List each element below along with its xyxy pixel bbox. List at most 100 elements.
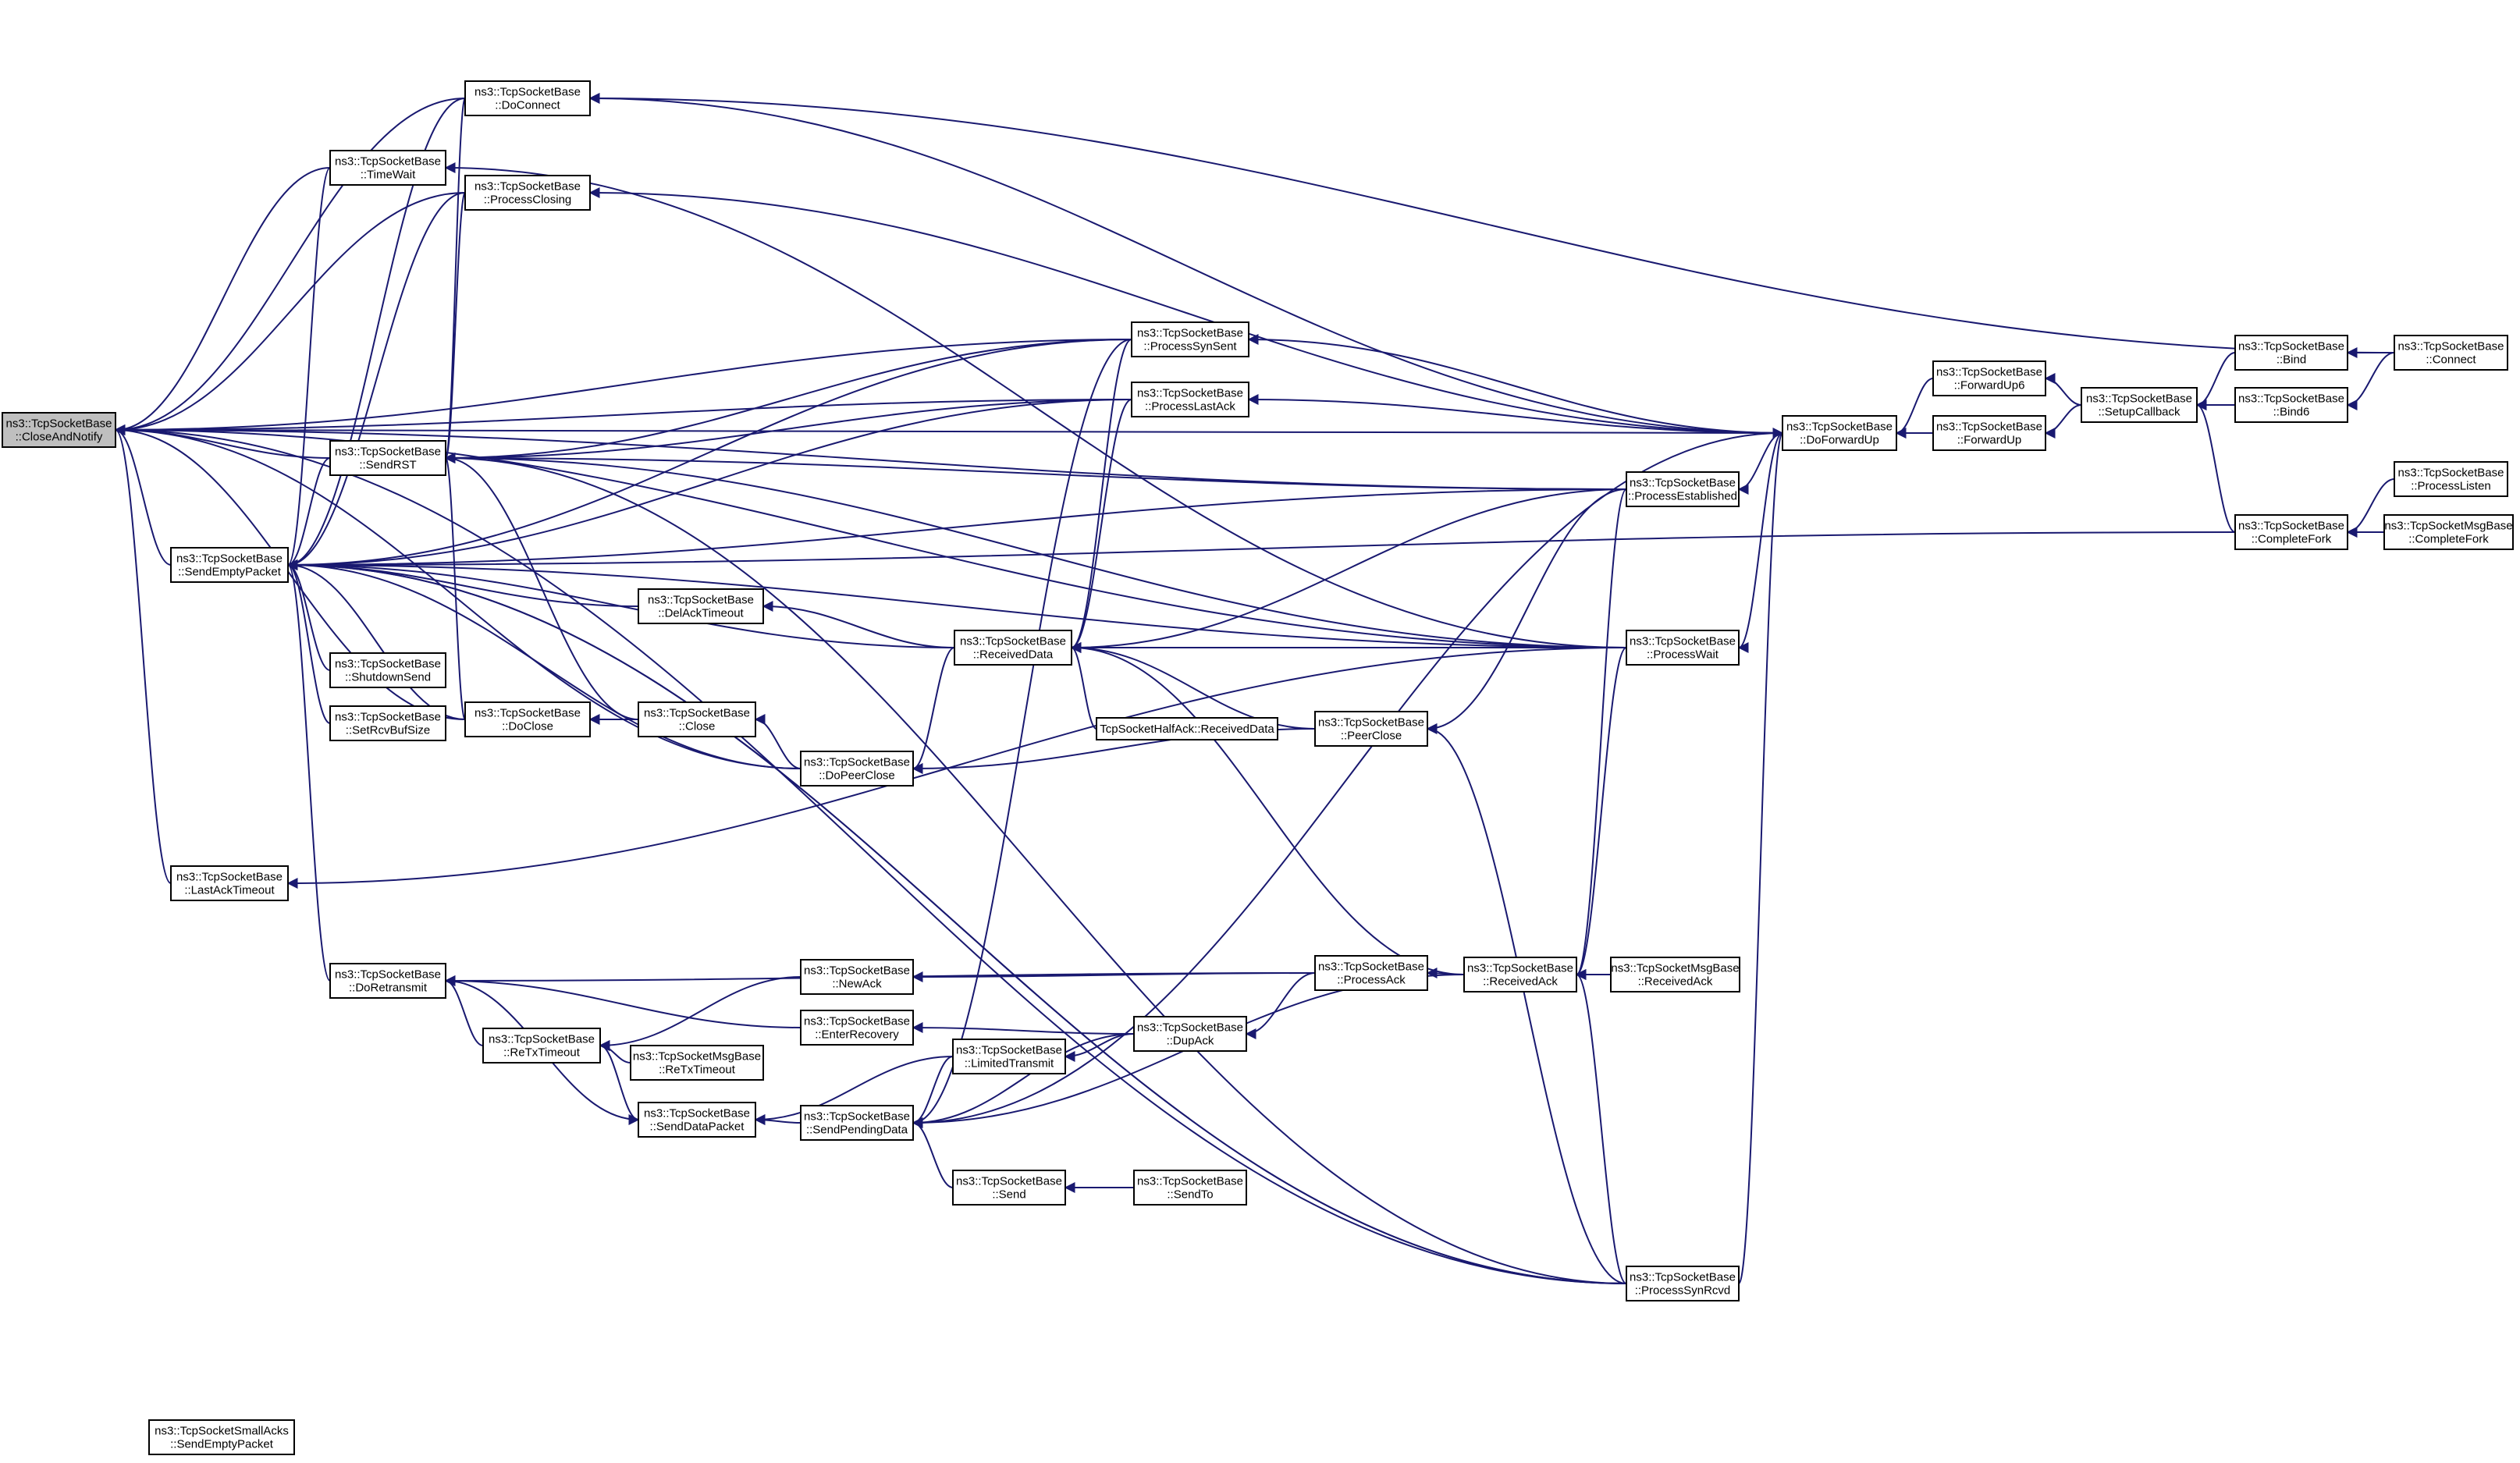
graph-node-msg-complete-fork[interactable]: ns3::TcpSocketMsgBase::CompleteFork bbox=[2383, 514, 2514, 550]
node-label: ::EnterRecovery bbox=[815, 1028, 899, 1042]
call-edge bbox=[444, 399, 1132, 463]
node-label: ::CloseAndNotify bbox=[16, 431, 103, 444]
node-label: ns3::TcpSocketBase bbox=[1318, 716, 1424, 730]
node-box bbox=[2234, 514, 2348, 550]
graph-node-close[interactable]: ns3::TcpSocketBase::Close bbox=[638, 701, 756, 737]
graph-node-setup-callback[interactable]: ns3::TcpSocketBase::SetupCallback bbox=[2081, 387, 2198, 423]
graph-node-bind[interactable]: ns3::TcpSocketBase::Bind bbox=[2234, 335, 2348, 371]
graph-node-send-pending-data[interactable]: ns3::TcpSocketBase::SendPendingData bbox=[800, 1105, 914, 1141]
call-edge bbox=[114, 424, 1627, 1284]
node-label: ::NewAck bbox=[832, 978, 882, 991]
graph-node-bind6[interactable]: ns3::TcpSocketBase::Bind6 bbox=[2234, 387, 2348, 423]
graph-node-peer-close[interactable]: ns3::TcpSocketBase::PeerClose bbox=[1314, 711, 1428, 747]
node-label: ns3::TcpSocketBase bbox=[1137, 387, 1243, 400]
graph-node-process-established[interactable]: ns3::TcpSocketBase::ProcessEstablished bbox=[1626, 471, 1740, 507]
graph-node-new-ack[interactable]: ns3::TcpSocketBase::NewAck bbox=[800, 959, 914, 995]
graph-node-send-rst[interactable]: ns3::TcpSocketBase::SendRST bbox=[329, 440, 446, 476]
graph-node-shutdown-send[interactable]: ns3::TcpSocketBase::ShutdownSend bbox=[329, 652, 446, 688]
graph-node-do-connect[interactable]: ns3::TcpSocketBase::DoConnect bbox=[464, 80, 591, 116]
graph-node-last-ack-timeout[interactable]: ns3::TcpSocketBase::LastAckTimeout bbox=[170, 865, 289, 901]
call-edge bbox=[1247, 334, 1783, 434]
graph-node-do-forward-up[interactable]: ns3::TcpSocketBase::DoForwardUp bbox=[1782, 415, 1897, 451]
graph-node-do-peer-close[interactable]: ns3::TcpSocketBase::DoPeerClose bbox=[800, 751, 914, 787]
node-box bbox=[800, 1105, 914, 1141]
node-label: ns3::TcpSocketBase bbox=[644, 1107, 750, 1120]
graph-node-do-retransmit[interactable]: ns3::TcpSocketBase::DoRetransmit bbox=[329, 963, 446, 999]
graph-node-msg-retx-timeout[interactable]: ns3::TcpSocketMsgBase::ReTxTimeout bbox=[630, 1045, 764, 1081]
graph-node-connect[interactable]: ns3::TcpSocketBase::Connect bbox=[2394, 335, 2508, 371]
graph-node-do-close[interactable]: ns3::TcpSocketBase::DoClose bbox=[464, 701, 591, 737]
call-edge bbox=[444, 192, 466, 463]
graph-node-limited-transmit[interactable]: ns3::TcpSocketBase::LimitedTransmit bbox=[952, 1039, 1066, 1074]
graph-node-send-empty-packet[interactable]: ns3::TcpSocketBase::SendEmptyPacket bbox=[170, 547, 289, 583]
node-label: ns3::TcpSocketBase bbox=[2238, 340, 2344, 353]
graph-node-close-and-notify[interactable]: ns3::TcpSocketBase::CloseAndNotify bbox=[2, 412, 116, 448]
node-box bbox=[2234, 387, 2348, 423]
graph-node-received-ack[interactable]: ns3::TcpSocketBase::ReceivedAck bbox=[1463, 957, 1577, 992]
graph-node-send[interactable]: ns3::TcpSocketBase::Send bbox=[952, 1170, 1066, 1206]
node-box bbox=[800, 1010, 914, 1046]
call-edge bbox=[286, 559, 955, 648]
node-label: ::Bind6 bbox=[2273, 406, 2310, 419]
call-edge bbox=[754, 714, 801, 769]
call-edge bbox=[286, 559, 1627, 1284]
node-label: ::ProcessSynRcvd bbox=[1635, 1284, 1731, 1298]
node-label: ns3::TcpSocketBase bbox=[474, 707, 581, 720]
node-label: ::DoRetransmit bbox=[349, 982, 428, 995]
graph-node-received-data[interactable]: ns3::TcpSocketBase::ReceivedData bbox=[954, 630, 1072, 666]
call-edge bbox=[588, 93, 2395, 353]
graph-node-retx-timeout[interactable]: ns3::TcpSocketBase::ReTxTimeout bbox=[482, 1028, 601, 1064]
node-label: ::DoConnect bbox=[495, 99, 560, 112]
graph-node-process-closing[interactable]: ns3::TcpSocketBase::ProcessClosing bbox=[464, 175, 591, 211]
node-label: ::ProcessSynSent bbox=[1143, 340, 1237, 353]
graph-node-process-ack[interactable]: ns3::TcpSocketBase::ProcessAck bbox=[1314, 955, 1428, 991]
node-label: ::ReceivedAck bbox=[1483, 975, 1558, 989]
node-label: ns3::TcpSocketBase bbox=[335, 711, 441, 724]
graph-node-dup-ack[interactable]: ns3::TcpSocketBase::DupAck bbox=[1133, 1016, 1247, 1052]
node-label: ns3::TcpSocketBase bbox=[1936, 366, 2042, 379]
graph-node-forward-up[interactable]: ns3::TcpSocketBase::ForwardUp bbox=[1932, 415, 2046, 451]
node-label: ns3::TcpSocketBase bbox=[1786, 421, 1893, 434]
graph-node-send-data-packet[interactable]: ns3::TcpSocketBase::SendDataPacket bbox=[638, 1102, 756, 1138]
graph-node-process-syn-rcvd[interactable]: ns3::TcpSocketBase::ProcessSynRcvd bbox=[1626, 1266, 1740, 1301]
node-label: ::ProcessAck bbox=[1337, 974, 1406, 987]
graph-node-half-ack-received-data[interactable]: TcpSocketHalfAck::ReceivedData bbox=[1096, 717, 1278, 740]
graph-node-msg-received-ack[interactable]: ns3::TcpSocketMsgBase::ReceivedAck bbox=[1610, 957, 1740, 992]
call-edge bbox=[444, 453, 1627, 1284]
node-label: ::Connect bbox=[2426, 353, 2476, 367]
node-label: ns3::TcpSocketBase bbox=[1137, 1175, 1243, 1188]
node-label: ns3::TcpSocketBase bbox=[489, 1033, 595, 1046]
node-label: ::ProcessLastAck bbox=[1145, 400, 1235, 414]
node-label: ns3::TcpSocketBase bbox=[1467, 962, 1573, 975]
graph-node-send-to[interactable]: ns3::TcpSocketBase::SendTo bbox=[1133, 1170, 1247, 1206]
node-label: ::SendTo bbox=[1167, 1188, 1213, 1202]
graph-node-time-wait[interactable]: ns3::TcpSocketBase::TimeWait bbox=[329, 150, 446, 186]
node-label: ::ProcessWait bbox=[1647, 648, 1719, 662]
node-label: ::ShutdownSend bbox=[345, 671, 431, 684]
graph-node-enter-recovery[interactable]: ns3::TcpSocketBase::EnterRecovery bbox=[800, 1010, 914, 1046]
call-edge bbox=[1737, 432, 1783, 653]
node-label: ::SetRcvBufSize bbox=[346, 724, 430, 737]
call-edge bbox=[1575, 647, 1627, 980]
graph-node-process-wait[interactable]: ns3::TcpSocketBase::ProcessWait bbox=[1626, 630, 1740, 666]
call-edge bbox=[912, 1022, 1135, 1035]
call-edge bbox=[1426, 488, 1627, 734]
graph-node-small-acks-send-empty-packet[interactable]: ns3::TcpSocketSmallAcks::SendEmptyPacket bbox=[148, 1419, 295, 1455]
node-label: ns3::TcpSocketBase bbox=[1137, 1021, 1243, 1035]
node-box bbox=[170, 865, 289, 901]
graph-node-forward-up6[interactable]: ns3::TcpSocketBase::ForwardUp6 bbox=[1932, 360, 2046, 396]
node-box bbox=[1131, 382, 1249, 417]
call-edge bbox=[114, 424, 172, 566]
graph-node-complete-fork[interactable]: ns3::TcpSocketBase::CompleteFork bbox=[2234, 514, 2348, 550]
node-label: ns3::TcpSocketBase bbox=[474, 180, 581, 194]
call-edge bbox=[1247, 394, 1783, 434]
call-edge bbox=[114, 424, 466, 720]
node-box bbox=[800, 959, 914, 995]
graph-node-del-ack-timeout[interactable]: ns3::TcpSocketBase::DelAckTimeout bbox=[638, 588, 764, 624]
call-edge bbox=[114, 167, 331, 435]
graph-node-set-rcv-buf-size[interactable]: ns3::TcpSocketBase::SetRcvBufSize bbox=[329, 705, 446, 741]
graph-node-process-last-ack[interactable]: ns3::TcpSocketBase::ProcessLastAck bbox=[1131, 382, 1249, 417]
graph-node-process-listen[interactable]: ns3::TcpSocketBase::ProcessListen bbox=[2394, 461, 2508, 497]
graph-node-process-syn-sent[interactable]: ns3::TcpSocketBase::ProcessSynSent bbox=[1131, 321, 1249, 357]
